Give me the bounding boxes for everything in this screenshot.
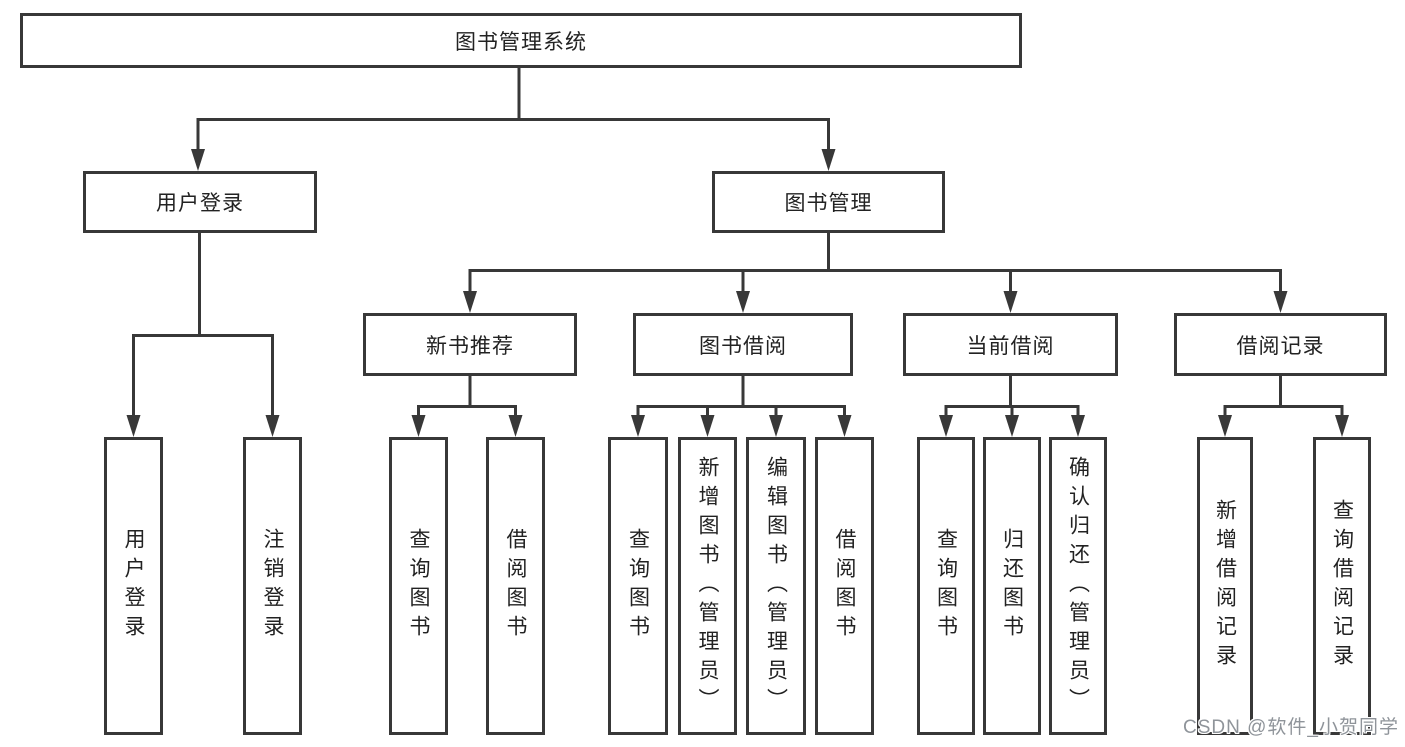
node-book-management-label: 图书管理: [784, 192, 873, 215]
node-user-login-label: 用户登录: [156, 192, 244, 215]
leaf-add-book-admin: 新增图书（管理员）: [678, 437, 737, 735]
leaf-query-borrow-record-label: 查询借阅记录: [1330, 499, 1354, 673]
leaf-logout-label: 注销登录: [261, 528, 284, 644]
node-current-borrowing-label: 当前借阅: [966, 334, 1055, 358]
leaf-query-books-borrow-label: 查询图书: [626, 528, 650, 644]
leaf-return-book: 归还图书: [983, 437, 1041, 735]
leaf-user-login: 用户登录: [104, 437, 163, 735]
leaf-edit-book-admin-label: 编辑图书（管理员）: [764, 455, 788, 717]
leaf-confirm-return-admin-label: 确认归还（管理员）: [1066, 455, 1090, 717]
node-book-management: 图书管理: [712, 171, 945, 233]
leaf-query-books-current-label: 查询图书: [934, 528, 958, 644]
leaf-query-books-recommend: 查询图书: [389, 437, 448, 735]
leaf-add-borrow-record-label: 新增借阅记录: [1213, 499, 1237, 673]
leaf-query-borrow-record: 查询借阅记录: [1313, 437, 1371, 735]
leaf-user-login-label: 用户登录: [122, 528, 145, 644]
node-borrowing-records: 借阅记录: [1174, 313, 1387, 376]
leaf-query-books-borrow: 查询图书: [608, 437, 668, 735]
leaf-borrow-books-recommend: 借阅图书: [486, 437, 545, 735]
node-borrowing-records-label: 借阅记录: [1236, 334, 1325, 358]
leaf-borrow-books-borrow: 借阅图书: [815, 437, 874, 735]
node-book-borrowing-label: 图书借阅: [699, 334, 787, 358]
leaf-add-borrow-record: 新增借阅记录: [1197, 437, 1253, 735]
node-book-borrowing: 图书借阅: [633, 313, 853, 376]
node-root-label: 图书管理系统: [455, 30, 587, 54]
node-root: 图书管理系统: [20, 13, 1022, 68]
leaf-borrow-books-recommend-label: 借阅图书: [504, 528, 527, 644]
leaf-add-book-admin-label: 新增图书（管理员）: [696, 455, 719, 717]
leaf-edit-book-admin: 编辑图书（管理员）: [746, 437, 806, 735]
leaf-confirm-return-admin: 确认归还（管理员）: [1049, 437, 1107, 735]
node-new-book-recommendation: 新书推荐: [363, 313, 577, 376]
watermark: CSDN @软件_小贺同学: [1183, 717, 1399, 738]
leaf-query-books-recommend-label: 查询图书: [407, 528, 430, 644]
leaf-query-books-current: 查询图书: [917, 437, 975, 735]
leaf-return-book-label: 归还图书: [1000, 528, 1024, 644]
leaf-logout: 注销登录: [243, 437, 302, 735]
leaf-borrow-books-borrow-label: 借阅图书: [833, 528, 856, 644]
node-user-login: 用户登录: [83, 171, 317, 233]
node-current-borrowing: 当前借阅: [903, 313, 1118, 376]
node-new-book-recommendation-label: 新书推荐: [426, 334, 514, 358]
